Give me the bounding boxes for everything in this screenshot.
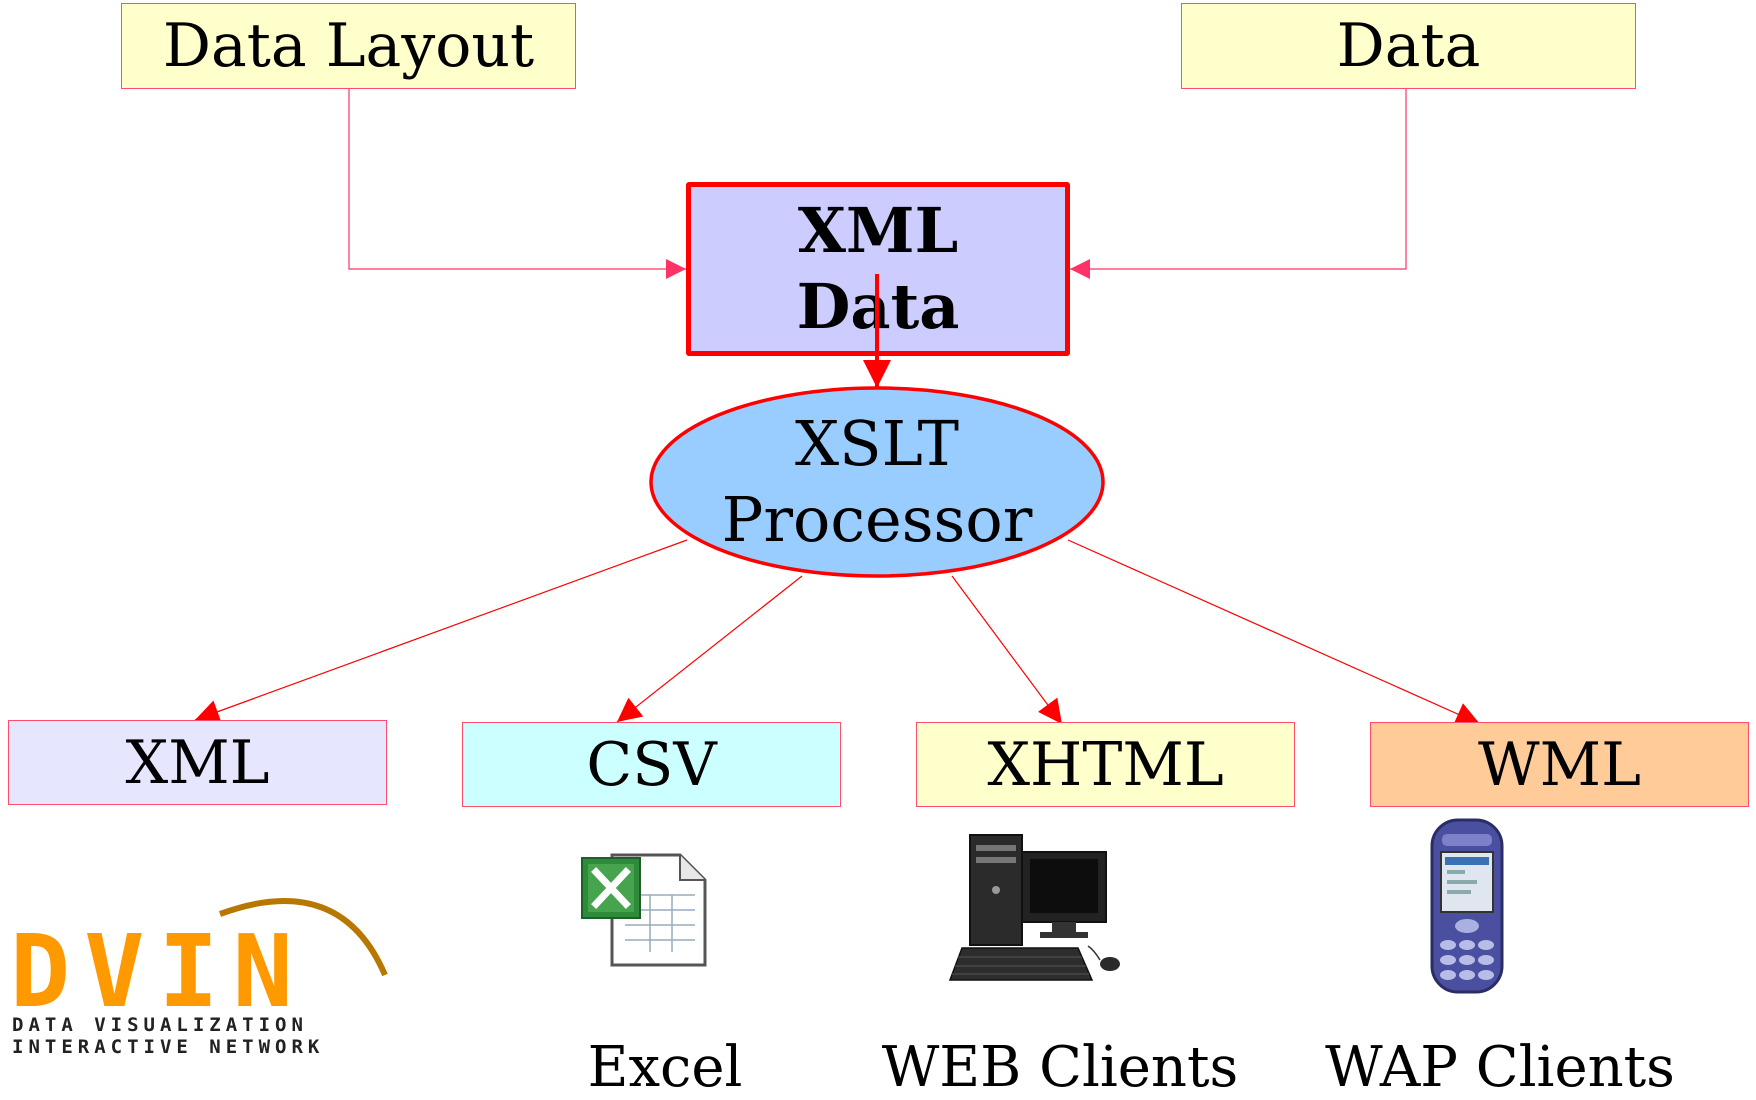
data-box: Data bbox=[1181, 3, 1636, 89]
logo-tagline-1: DATA VISUALIZATION bbox=[12, 1014, 308, 1036]
dvin-logo: DVIN DATA VISUALIZATION INTERACTIVE NETW… bbox=[10, 880, 400, 1060]
output-wml-label: WML bbox=[1478, 729, 1641, 800]
connector-data-to-xml bbox=[1070, 89, 1407, 279]
arrow-xslt-to-xml bbox=[194, 539, 688, 724]
xslt-label-line1: XSLT bbox=[794, 407, 960, 481]
output-xml-label: XML bbox=[125, 727, 270, 798]
output-xml-box: XML bbox=[8, 720, 387, 805]
output-xhtml-box: XHTML bbox=[916, 722, 1295, 807]
data-label: Data bbox=[1336, 11, 1481, 81]
data-layout-label: Data Layout bbox=[162, 11, 535, 81]
client-label-wap: WAP Clients bbox=[1325, 1035, 1675, 1100]
arrow-xslt-to-csv bbox=[616, 575, 803, 723]
logo-swoosh bbox=[218, 898, 388, 977]
excel-spreadsheet-icon bbox=[581, 853, 707, 967]
arrow-xslt-to-xhtml bbox=[951, 575, 1063, 725]
connector-layout-to-xml bbox=[348, 89, 686, 279]
logo-wordmark: DVIN bbox=[10, 913, 307, 1030]
xml-data-label-line1: XML bbox=[797, 194, 959, 268]
output-wml-box: WML bbox=[1370, 722, 1749, 807]
xslt-label-line2: Processor bbox=[721, 483, 1033, 556]
output-csv-label: CSV bbox=[586, 729, 717, 800]
client-label-excel: Excel bbox=[587, 1035, 743, 1100]
client-label-web: WEB Clients bbox=[881, 1035, 1239, 1100]
data-layout-box: Data Layout bbox=[121, 3, 576, 89]
arrow-xslt-to-wml bbox=[1067, 539, 1481, 726]
mobile-phone-icon bbox=[1430, 818, 1504, 994]
output-xhtml-label: XHTML bbox=[987, 729, 1224, 800]
desktop-computer-icon bbox=[948, 834, 1120, 981]
logo-tagline-2: INTERACTIVE NETWORK bbox=[12, 1036, 325, 1058]
output-csv-box: CSV bbox=[462, 722, 841, 807]
xslt-processor-label: XSLT Processor bbox=[651, 400, 1103, 564]
